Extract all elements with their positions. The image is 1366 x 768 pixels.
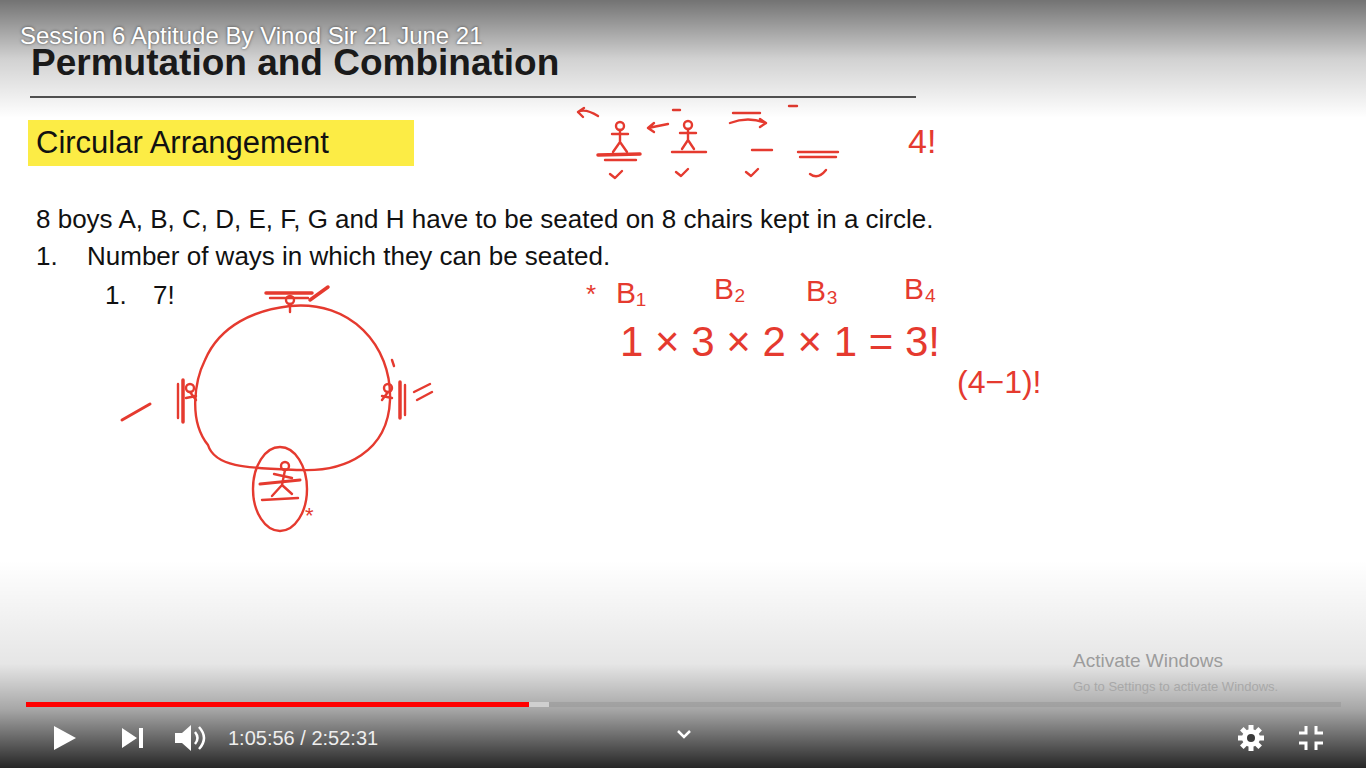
handwritten-equation-wrap: 1 × 3 × 2 × 1 = 3! [620, 318, 940, 366]
handwritten-equation: 1 × 3 × 2 × 1 = 3! [620, 318, 940, 366]
question-text: Number of ways in which they can be seat… [87, 242, 610, 272]
watermark-wrap: Activate Windows [1073, 650, 1223, 672]
handwritten-note: 4! [908, 122, 936, 161]
watermark-wrap: Go to Settings to activate Windows. [1073, 677, 1278, 695]
problem-text: 8 boys A, B, C, D, E, F, G and H have to… [36, 205, 933, 235]
time-display-wrap: 1:05:56 / 2:52:31 [228, 727, 378, 750]
watermark: Activate Windows [1073, 650, 1223, 672]
handwritten-mark: * [586, 280, 596, 310]
handwritten-note: B₃ [806, 274, 838, 309]
list-number: 1. [105, 281, 127, 311]
handwritten-note-wrap: B₃ [806, 274, 838, 309]
list-number-wrap: 1. [36, 242, 58, 272]
progress-track [26, 702, 1341, 707]
progress-buffer [26, 702, 549, 707]
handwritten-mark-wrap: * [586, 280, 596, 310]
progress-played [26, 702, 529, 707]
time-display: 1:05:56 / 2:52:31 [228, 727, 378, 750]
watermark: Go to Settings to activate Windows. [1073, 680, 1278, 695]
settings-gear-icon [1238, 725, 1264, 751]
handwritten-note: B₁ [616, 276, 646, 311]
exit-fullscreen-icon [1299, 726, 1323, 750]
handwritten-note-wrap: (4−1)! [957, 364, 1041, 401]
handwritten-note-wrap: B₂ [714, 272, 746, 307]
top-shade [0, 0, 1366, 118]
bottom-shade [0, 560, 1366, 768]
handwritten-note: (4−1)! [957, 364, 1041, 401]
video-title-wrap: Session 6 Aptitude By Vinod Sir 21 June … [20, 22, 483, 50]
list-number: 1. [36, 242, 58, 272]
answer-text-wrap: 7! [153, 281, 175, 311]
next-icon [122, 728, 143, 748]
handwritten-note-wrap: B₁ [616, 276, 646, 311]
section-heading: Circular Arrangement [36, 125, 329, 161]
answer-text: 7! [153, 281, 175, 311]
play-icon [54, 726, 76, 750]
handwritten-note: B₂ [714, 272, 746, 307]
handwritten-note-wrap: 4! [908, 122, 936, 161]
handwritten-note-wrap: B₄ [904, 272, 936, 307]
list-number-wrap: 1. [105, 281, 127, 311]
video-title: Session 6 Aptitude By Vinod Sir 21 June … [20, 22, 483, 50]
handwritten-note: B₄ [904, 272, 936, 307]
handwritten-mark: * [305, 503, 314, 528]
question-text-wrap: Number of ways in which they can be seat… [87, 242, 610, 272]
highlight-box: Circular Arrangement [28, 120, 414, 166]
handwritten-mark-wrap: * [305, 503, 314, 528]
problem-text-wrap: 8 boys A, B, C, D, E, F, G and H have to… [36, 205, 933, 235]
chevron-icon [678, 731, 690, 737]
volume-icon [175, 725, 204, 751]
